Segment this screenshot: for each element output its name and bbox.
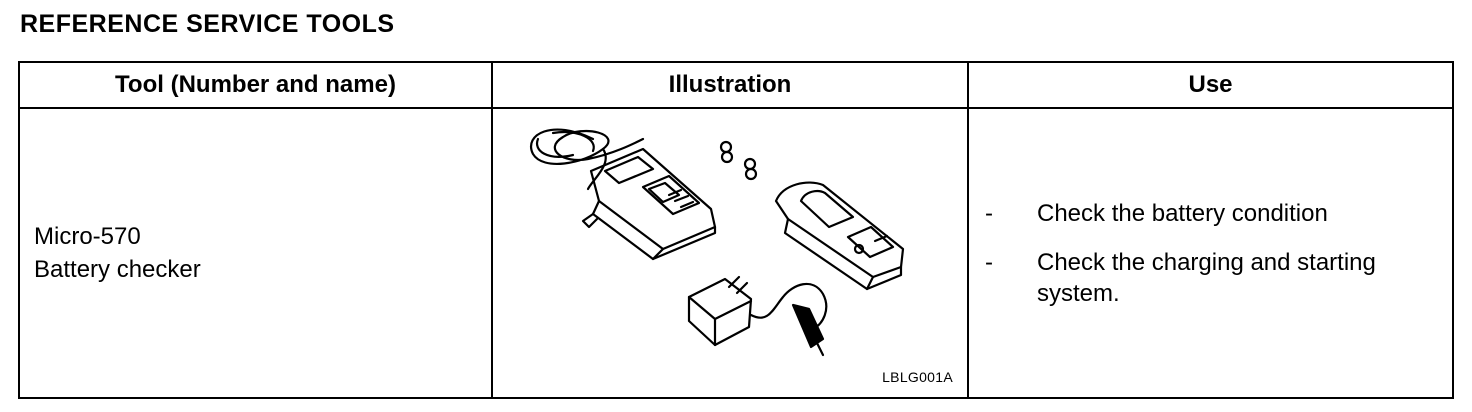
use-bullet: -	[985, 248, 993, 276]
page-title: REFERENCE SERVICE TOOLS	[20, 10, 395, 38]
use-cell: - Check the battery condition - Check th…	[967, 107, 1454, 399]
service-tools-table: Tool (Number and name) Illustration Use …	[18, 61, 1454, 399]
tool-number: Micro-570	[34, 223, 141, 250]
table-row: Micro-570 Battery checker	[18, 107, 1454, 399]
header-use: Use	[967, 61, 1454, 109]
illustration-code: LBLG001A	[882, 369, 953, 385]
table-header-row: Tool (Number and name) Illustration Use	[18, 61, 1454, 109]
header-illustration: Illustration	[491, 61, 969, 109]
header-tool: Tool (Number and name)	[18, 61, 493, 109]
use-text: Check the charging and starting system.	[1037, 248, 1376, 307]
battery-checker-illustration	[530, 128, 905, 357]
tool-cell: Micro-570 Battery checker	[18, 107, 493, 399]
use-item: - Check the charging and starting system…	[969, 247, 1452, 309]
tool-name: Battery checker	[34, 256, 201, 283]
use-bullet: -	[985, 199, 993, 227]
illustration-cell: LBLG001A	[491, 107, 969, 399]
use-item: - Check the battery condition	[969, 198, 1452, 229]
use-text: Check the battery condition	[1037, 199, 1328, 227]
